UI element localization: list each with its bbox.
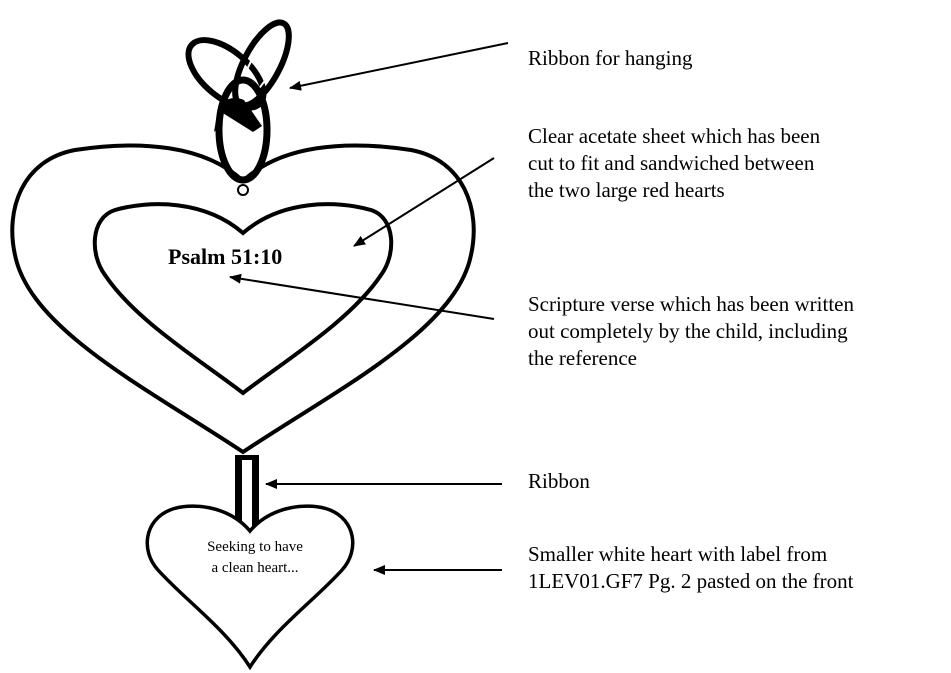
callout-line: Ribbon for hanging [528, 45, 692, 72]
callout-line: Scripture verse which has been written [528, 291, 854, 318]
callout-ribbon: Ribbon [528, 468, 590, 495]
callout-line: out completely by the child, including [528, 318, 854, 345]
callout-line: Clear acetate sheet which has been [528, 123, 820, 150]
callout-line: Smaller white heart with label from [528, 541, 853, 568]
callout-smaller-white-heart: Smaller white heart with label from 1LEV… [528, 541, 853, 595]
callout-line: the two large red hearts [528, 177, 820, 204]
callout-acetate-sheet: Clear acetate sheet which has been cut t… [528, 123, 820, 204]
callout-line: Ribbon [528, 468, 590, 495]
small-heart-label-line: a clean heart... [175, 558, 335, 579]
callout-ribbon-for-hanging: Ribbon for hanging [528, 45, 692, 72]
small-heart-label: Seeking to have a clean heart... [175, 537, 335, 579]
callout-scripture-verse: Scripture verse which has been written o… [528, 291, 854, 372]
small-heart-label-line: Seeking to have [175, 537, 335, 558]
callout-line: 1LEV01.GF7 Pg. 2 pasted on the front [528, 568, 853, 595]
callout-line: cut to fit and sandwiched between [528, 150, 820, 177]
arrow-ribbon-hanging [290, 43, 508, 88]
small-white-heart [147, 506, 353, 667]
verse-reference: Psalm 51:10 [168, 244, 282, 270]
callout-line: the reference [528, 345, 854, 372]
